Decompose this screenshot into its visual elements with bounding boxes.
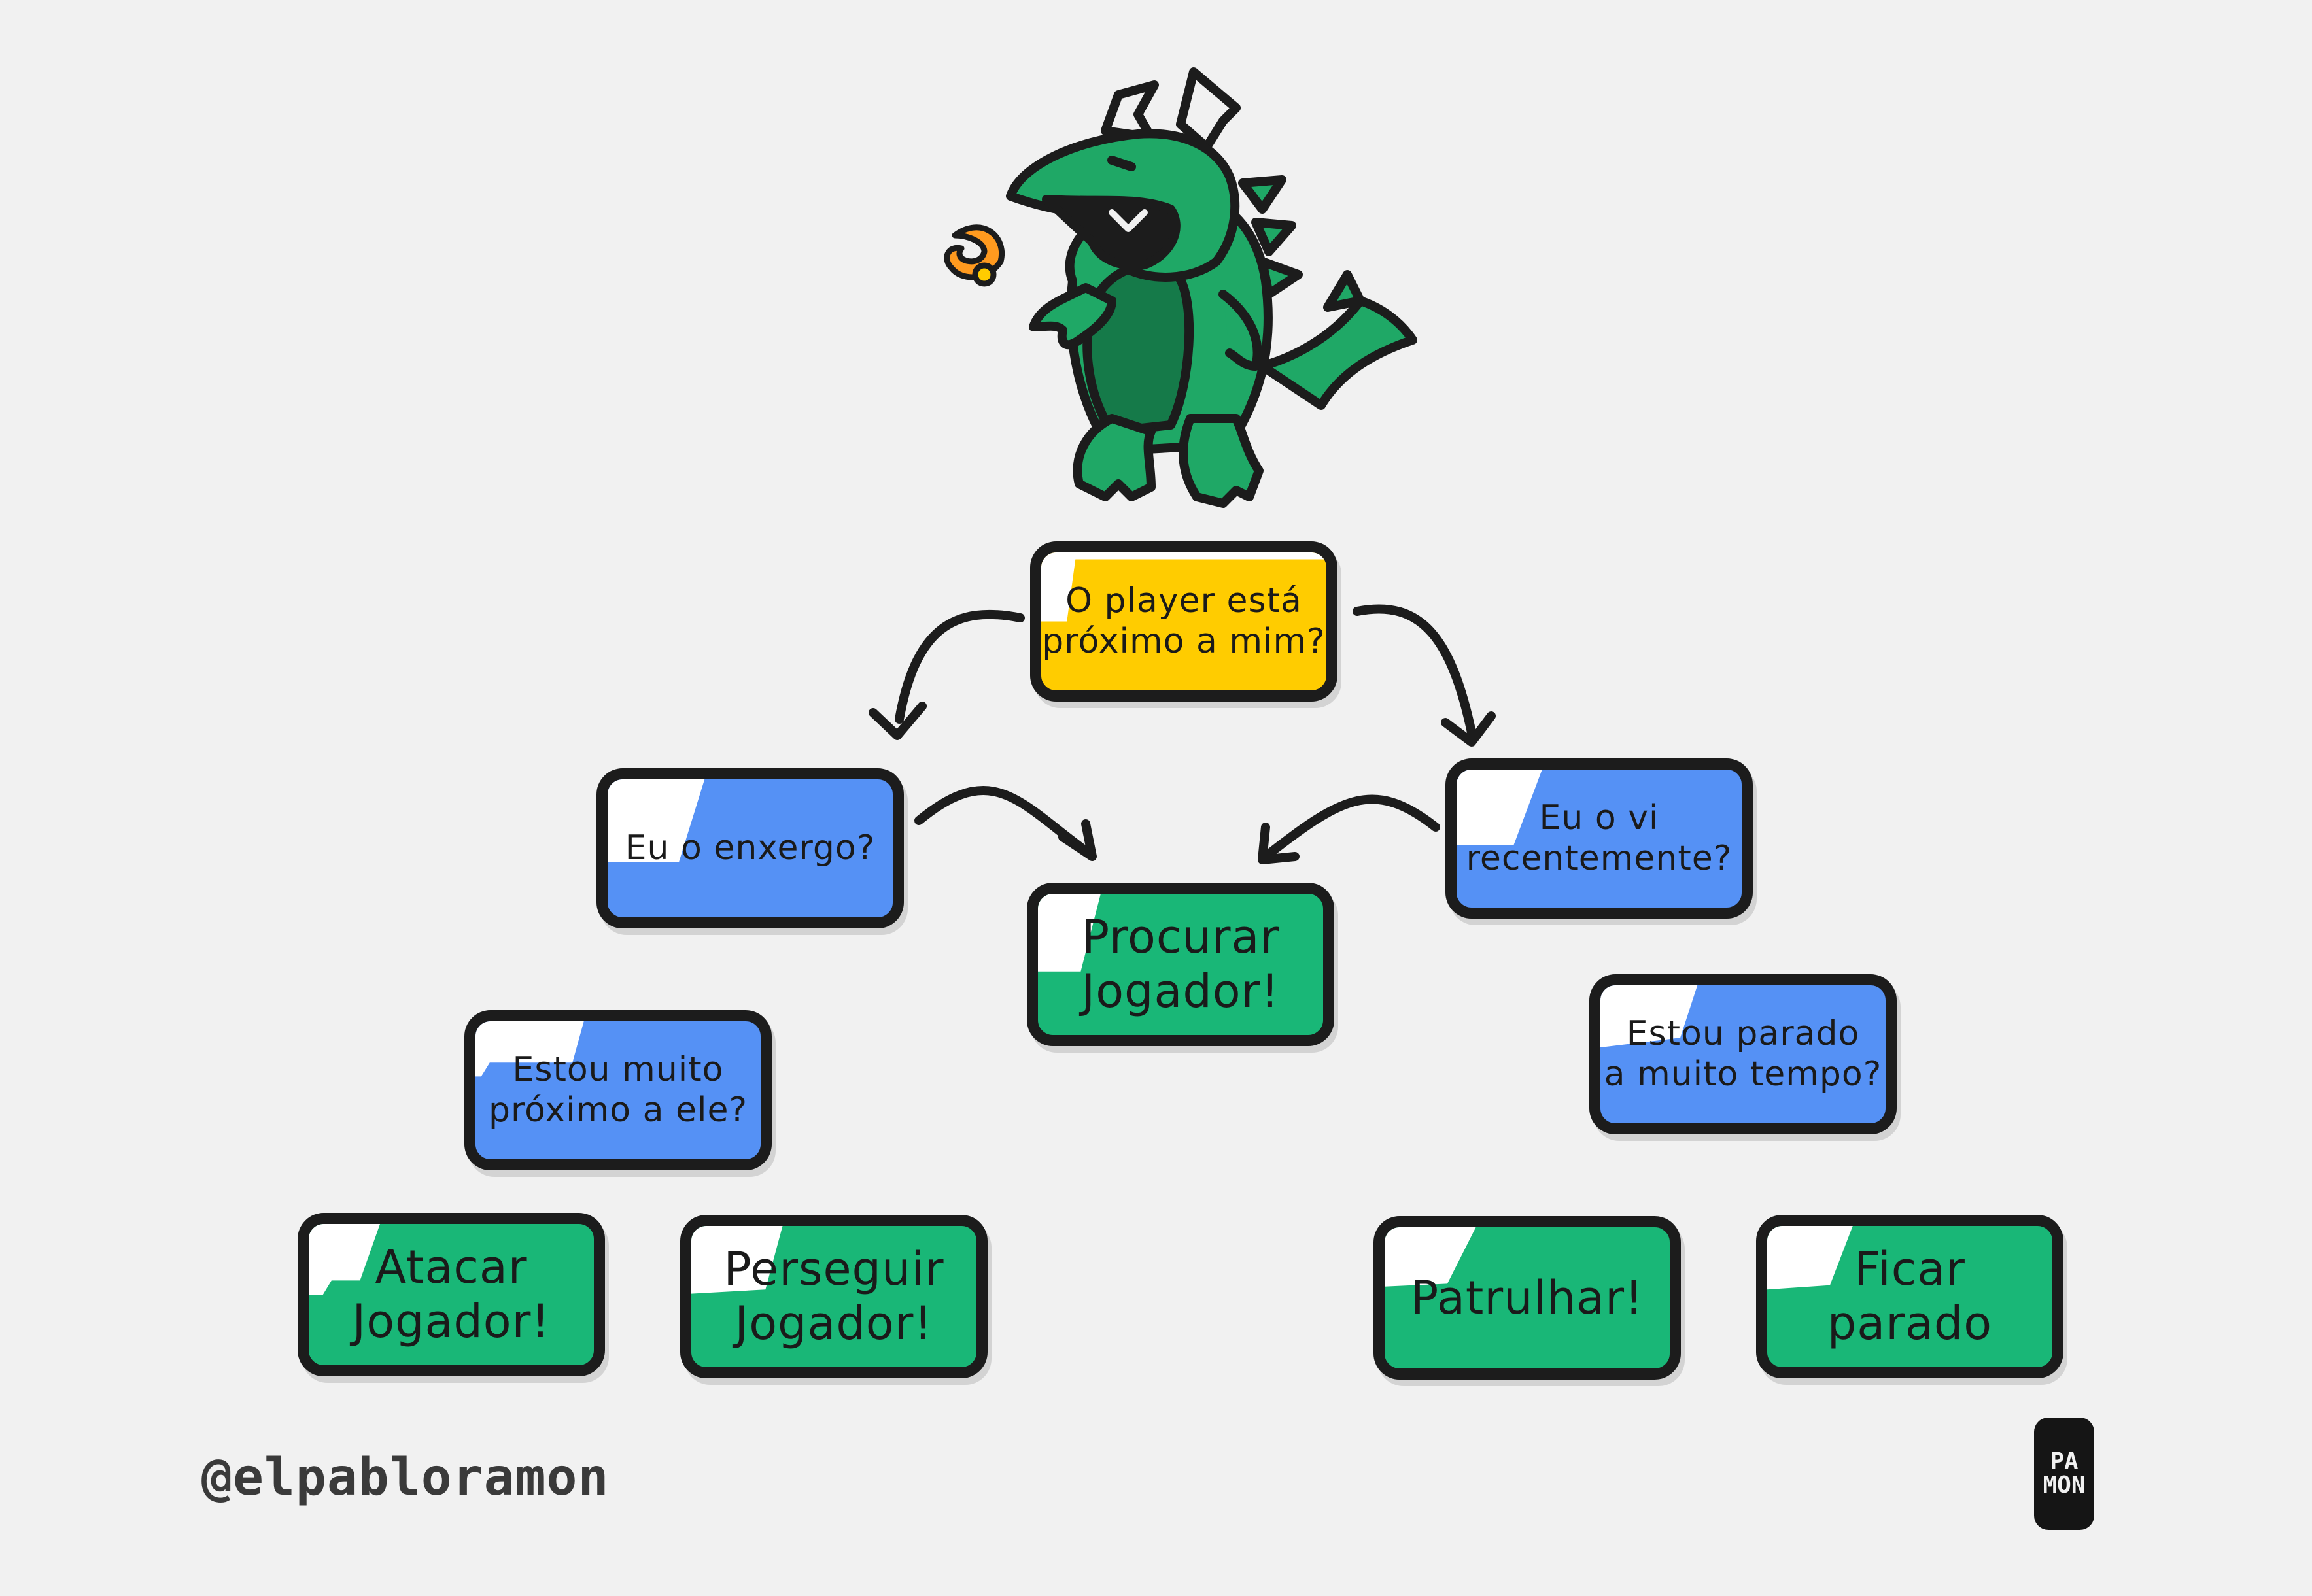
node-too-close-question: Estou muito próximo a ele? (464, 1010, 772, 1170)
sheen-highlight (1038, 894, 1101, 972)
node-label: Eu o vi recentemente? (1466, 798, 1733, 878)
sheen-highlight (1457, 770, 1542, 846)
sheen-highlight (475, 1021, 584, 1077)
node-label: Estou muito próximo a ele? (488, 1050, 748, 1130)
node-root-question: O player está próximo a mim? (1030, 541, 1337, 702)
node-idle-long-question: Estou parado a muito tempo? (1589, 974, 1897, 1134)
node-stand-action: Ficar parado (1756, 1215, 2063, 1378)
signature-logo-mark: PA (2050, 1448, 2079, 1475)
node-search-action: Procurar Jogador! (1027, 883, 1334, 1046)
sheen-highlight (608, 779, 705, 862)
node-see-question: Eu o enxergo? (596, 768, 904, 928)
author-credit: @elpabloramon (201, 1448, 610, 1507)
sheen-highlight (1600, 985, 1698, 1047)
node-label: Perseguir Jogador! (723, 1242, 944, 1350)
node-label: Procurar Jogador! (1081, 910, 1280, 1018)
node-chase-action: Perseguir Jogador! (680, 1215, 988, 1378)
signature-logo: PA MON (2034, 1418, 2094, 1530)
sheen-highlight (691, 1226, 783, 1294)
monster-icon (1006, 67, 1417, 508)
node-attack-action: Atacar Jogador! (298, 1213, 605, 1376)
node-label: Patrulhar! (1410, 1270, 1644, 1325)
node-label: O player está próximo a mim? (1042, 581, 1326, 661)
node-label: Eu o enxergo? (625, 828, 876, 868)
node-label: Ficar parado (1827, 1242, 1993, 1350)
node-seen-recently-question: Eu o vi recentemente? (1445, 758, 1753, 919)
fire-icon (944, 224, 1005, 287)
edge-see-to-search (914, 786, 1097, 861)
signature-logo-mark: MON (2043, 1472, 2086, 1499)
sheen-highlight (309, 1224, 380, 1295)
edge-root-to-see (869, 609, 1025, 740)
sheen-highlight (1041, 552, 1326, 622)
node-label: Estou parado a muito tempo? (1604, 1014, 1882, 1094)
edge-seen-recently-to-search (1258, 794, 1440, 864)
sheen-highlight (1767, 1226, 1853, 1290)
edge-root-to-seen-recently (1353, 604, 1496, 747)
sheen-highlight (1385, 1227, 1476, 1287)
node-patrol-action: Patrulhar! (1373, 1216, 1681, 1380)
node-label: Atacar Jogador! (352, 1240, 551, 1348)
